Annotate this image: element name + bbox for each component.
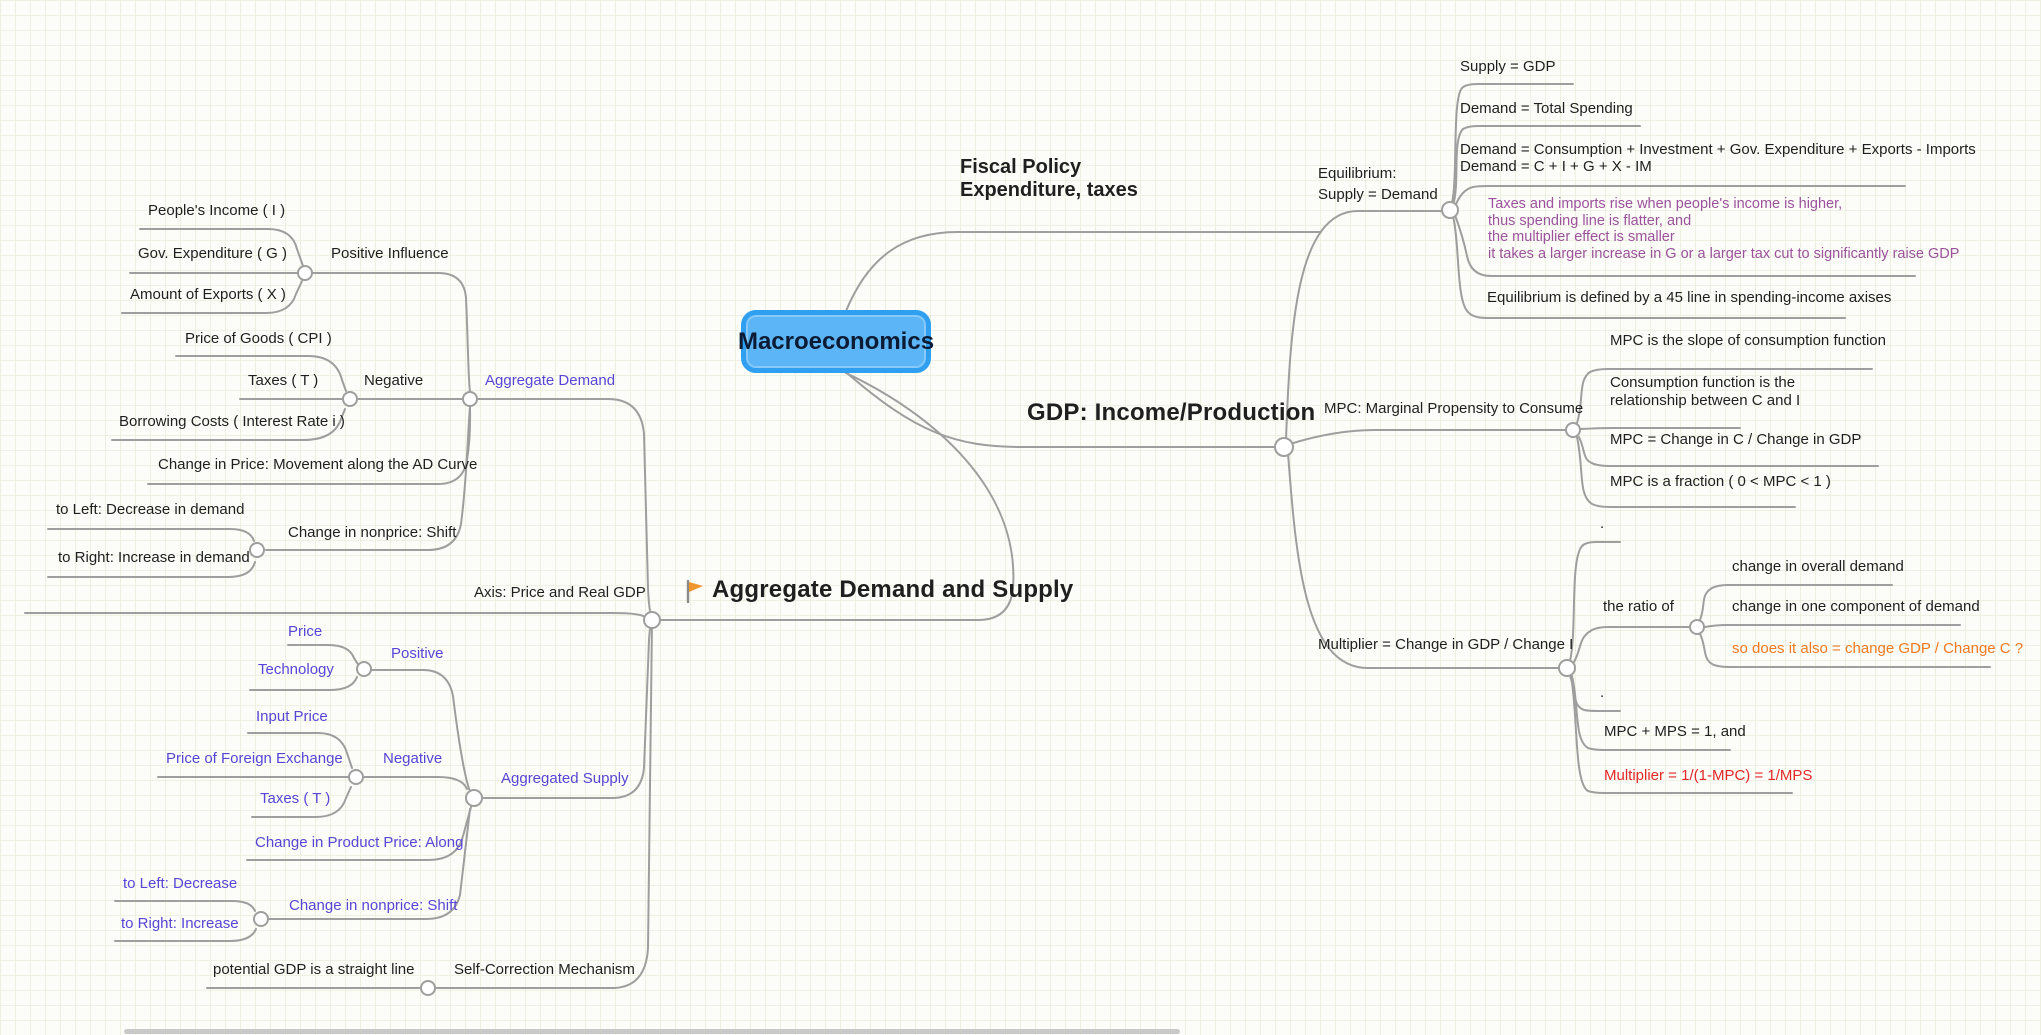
topic-price-of-goods[interactable]: Price of Goods ( CPI ) — [185, 330, 332, 347]
horizontal-scrollbar[interactable] — [124, 1029, 1180, 1034]
topic-so-does-it-also[interactable]: so does it also = change GDP / Change C … — [1732, 640, 2024, 657]
topic-mpc-plus-mps[interactable]: MPC + MPS = 1, and — [1604, 723, 1746, 740]
topic-change-nonprice-supply[interactable]: Change in nonprice: Shift — [289, 897, 458, 914]
topic-borrowing-costs[interactable]: Borrowing Costs ( Interest Rate i ) — [119, 413, 345, 430]
topic-change-nonprice-ad[interactable]: Change in nonprice: Shift — [288, 524, 457, 541]
topic-change-in-price-ad[interactable]: Change in Price: Movement along the AD C… — [158, 456, 478, 473]
topic-positive-influence[interactable]: Positive Influence — [331, 245, 449, 262]
topic-gov-expenditure[interactable]: Gov. Expenditure ( G ) — [138, 245, 287, 262]
topic-demand-components[interactable]: Demand = Consumption + Investment + Gov.… — [1460, 141, 1976, 175]
topic-taxes-supply[interactable]: Taxes ( T ) — [260, 790, 331, 807]
topic-taxes-imports-note[interactable]: Taxes and imports rise when people's inc… — [1488, 196, 1960, 262]
root-topic-macroeconomics[interactable]: Macroeconomics — [737, 310, 935, 373]
topic-aggregate-demand-and-supply[interactable]: Aggregate Demand and Supply — [712, 576, 1074, 603]
topic-to-left-supply[interactable]: to Left: Decrease — [123, 875, 238, 892]
topic-technology[interactable]: Technology — [258, 661, 334, 678]
topic-the-ratio-of[interactable]: the ratio of — [1603, 598, 1674, 615]
flag-icon[interactable] — [684, 579, 706, 604]
topic-self-correction[interactable]: Self-Correction Mechanism — [454, 961, 635, 978]
root-topic-label: Macroeconomics — [737, 327, 935, 355]
topic-foreign-exchange[interactable]: Price of Foreign Exchange — [166, 750, 343, 767]
topic-multiplier-formula[interactable]: Multiplier = 1/(1-MPC) = 1/MPS — [1604, 767, 1813, 784]
topic-equilibrium[interactable]: Equilibrium: Supply = Demand — [1318, 165, 1438, 203]
topic-demand-total-spending[interactable]: Demand = Total Spending — [1460, 100, 1633, 117]
topic-mpc[interactable]: MPC: Marginal Propensity to Consume — [1324, 400, 1584, 417]
topic-aggregate-demand[interactable]: Aggregate Demand — [485, 372, 616, 389]
topic-mpc-fraction[interactable]: MPC is a fraction ( 0 < MPC < 1 ) — [1610, 473, 1831, 490]
topic-to-right-demand[interactable]: to Right: Increase in demand — [58, 549, 250, 566]
topic-amount-of-exports[interactable]: Amount of Exports ( X ) — [130, 286, 286, 303]
topic-peoples-income[interactable]: People's Income ( I ) — [148, 202, 286, 219]
topic-change-product-price[interactable]: Change in Product Price: Along — [255, 834, 464, 851]
topic-mpc-formula[interactable]: MPC = Change in C / Change in GDP — [1610, 431, 1862, 448]
topic-multiplier[interactable]: Multiplier = Change in GDP / Change I — [1318, 636, 1574, 653]
topic-negative-demand[interactable]: Negative — [364, 372, 424, 389]
topic-dot-1[interactable]: . — [1600, 515, 1605, 532]
topic-input-price[interactable]: Input Price — [256, 708, 328, 725]
topic-fiscal-policy[interactable]: Fiscal Policy Expenditure, taxes — [960, 156, 1138, 201]
topic-to-left-demand[interactable]: to Left: Decrease in demand — [56, 501, 245, 518]
topic-to-right-supply[interactable]: to Right: Increase — [121, 915, 239, 932]
topic-equilibrium-45-line[interactable]: Equilibrium is defined by a 45 line in s… — [1487, 289, 1892, 306]
topic-change-one-component[interactable]: change in one component of demand — [1732, 598, 1980, 615]
topic-axis-price-real-gdp[interactable]: Axis: Price and Real GDP — [474, 584, 646, 601]
topic-dot-2[interactable]: . — [1600, 684, 1605, 701]
topic-aggregated-supply[interactable]: Aggregated Supply — [501, 770, 629, 787]
topic-negative-supply[interactable]: Negative — [383, 750, 443, 767]
topic-mpc-slope[interactable]: MPC is the slope of consumption function — [1610, 332, 1886, 349]
topic-supply-equals-gdp[interactable]: Supply = GDP — [1460, 58, 1556, 75]
topic-potential-gdp[interactable]: potential GDP is a straight line — [213, 961, 415, 978]
topic-consumption-function[interactable]: Consumption function is the relationship… — [1610, 374, 1801, 409]
topic-change-overall-demand[interactable]: change in overall demand — [1732, 558, 1904, 575]
topic-price-supply[interactable]: Price — [288, 623, 323, 640]
topic-positive-supply[interactable]: Positive — [391, 645, 444, 662]
topic-gdp[interactable]: GDP: Income/Production — [1027, 399, 1316, 426]
topic-taxes-demand[interactable]: Taxes ( T ) — [248, 372, 319, 389]
